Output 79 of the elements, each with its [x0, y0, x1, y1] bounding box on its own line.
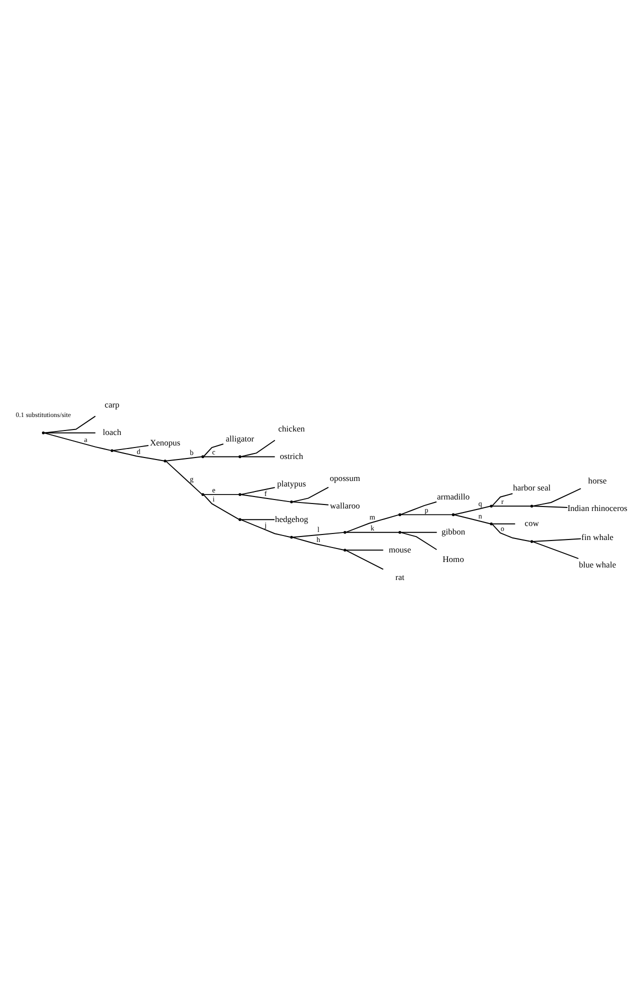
connector — [240, 494, 291, 502]
node-point — [398, 513, 402, 516]
connector — [204, 456, 240, 458]
connector — [240, 519, 291, 538]
node-text: platypus — [277, 478, 306, 488]
node-point — [238, 455, 242, 458]
connector — [346, 514, 400, 533]
node-text: gibbon — [441, 526, 466, 537]
connector — [492, 524, 531, 542]
connector — [400, 501, 437, 515]
connector — [532, 541, 579, 560]
node-point — [238, 518, 242, 521]
connector — [292, 532, 344, 538]
connector — [44, 432, 96, 434]
node-text: fin whale — [581, 532, 614, 542]
node-point — [452, 513, 455, 516]
node-text: wallaroo — [330, 500, 360, 510]
node-point — [490, 504, 493, 508]
connector — [112, 450, 164, 462]
node-text: ostrich — [280, 450, 304, 461]
connector — [166, 461, 202, 495]
connector — [204, 443, 224, 457]
connector — [400, 514, 453, 516]
connector — [112, 445, 149, 451]
node-text: chicken — [278, 423, 305, 434]
connector — [346, 532, 400, 533]
node-text: loach — [102, 427, 122, 438]
connector — [166, 456, 202, 462]
node-text: cow — [524, 518, 539, 528]
node-point — [530, 504, 534, 508]
node-text: mouse — [388, 544, 412, 554]
node-point — [344, 548, 346, 552]
connector — [204, 494, 240, 496]
connector — [240, 519, 276, 520]
connector — [44, 432, 112, 451]
connector — [400, 532, 438, 533]
node-text: opossum — [330, 472, 360, 483]
node-point — [530, 540, 534, 543]
node-text: alligator — [226, 433, 254, 444]
node-point — [238, 493, 242, 496]
node-text: armadillo — [436, 491, 470, 502]
connector — [292, 501, 329, 506]
connector — [492, 523, 516, 524]
node-point — [110, 449, 114, 452]
node-text: horse — [588, 475, 607, 486]
connector — [292, 486, 329, 502]
connector — [454, 514, 491, 524]
connector — [346, 550, 384, 551]
node-text: rat — [395, 572, 404, 582]
node-point — [398, 531, 402, 534]
connector — [346, 550, 384, 570]
connector — [204, 494, 240, 520]
connector — [240, 440, 276, 458]
node-text: Homo — [442, 554, 464, 564]
node-text: carp — [104, 400, 120, 410]
node-text: blue whale — [578, 560, 616, 570]
connector — [240, 456, 276, 458]
connector — [492, 493, 514, 506]
node-text: harbor seal — [512, 482, 551, 493]
connector — [44, 416, 96, 434]
node-text: hedgehog — [274, 514, 308, 524]
node-point — [344, 531, 346, 534]
node-point — [290, 500, 293, 504]
node-point — [290, 536, 293, 539]
node-text: Indian rhinoceros — [567, 502, 628, 513]
node-point — [490, 522, 493, 526]
node-point — [201, 455, 204, 458]
connector — [454, 506, 491, 516]
node-point — [42, 432, 45, 434]
connector — [532, 538, 582, 542]
connector — [532, 506, 568, 508]
connector — [492, 506, 532, 507]
connector — [400, 532, 438, 550]
node-point — [201, 493, 204, 496]
node-point — [164, 460, 167, 462]
connector — [240, 487, 276, 495]
connector — [532, 488, 582, 506]
connector — [292, 536, 344, 550]
node-text: Xenopus — [150, 438, 180, 448]
